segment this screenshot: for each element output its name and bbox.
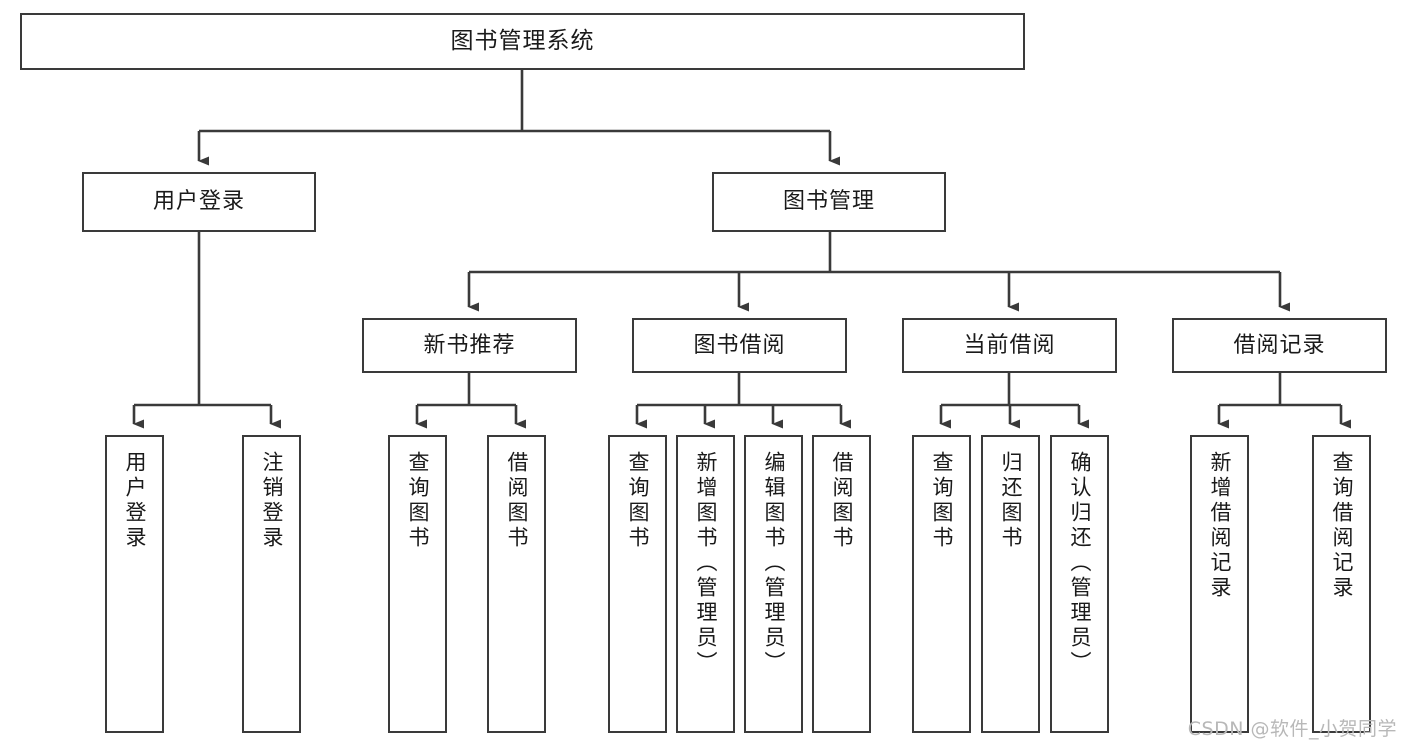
leaf-borrow-edit-book[interactable]: 编辑图书（管理员） (744, 435, 803, 733)
node-label: 归还图书 (999, 451, 1023, 551)
node-label: 注销登录 (260, 451, 284, 551)
node-label: 新增借阅记录 (1208, 451, 1232, 601)
node-label: 用户登录 (152, 189, 245, 215)
node-label: 新书推荐 (423, 332, 516, 358)
node-label: 查询借阅记录 (1330, 451, 1354, 601)
node-label: 查询图书 (406, 451, 430, 551)
leaf-recommend-borrow-book[interactable]: 借阅图书 (487, 435, 546, 733)
node-book-management[interactable]: 图书管理 (712, 172, 946, 232)
node-label: 查询图书 (626, 451, 650, 551)
node-label: 用户登录 (123, 451, 147, 551)
leaf-record-query[interactable]: 查询借阅记录 (1312, 435, 1371, 733)
leaf-current-query-book[interactable]: 查询图书 (912, 435, 971, 733)
node-label: 当前借阅 (963, 332, 1056, 358)
leaf-borrow-add-book[interactable]: 新增图书（管理员） (676, 435, 735, 733)
node-root-system[interactable]: 图书管理系统 (20, 13, 1025, 70)
node-label: 图书借阅 (693, 332, 786, 358)
node-label: 新增图书（管理员） (694, 451, 718, 676)
node-label: 图书管理 (782, 189, 875, 215)
node-label: 借阅记录 (1233, 332, 1326, 358)
leaf-current-return-book[interactable]: 归还图书 (981, 435, 1040, 733)
node-label: 图书管理系统 (450, 28, 595, 55)
node-label: 查询图书 (930, 451, 954, 551)
leaf-user-login-do[interactable]: 用户登录 (105, 435, 164, 733)
leaf-current-confirm-return[interactable]: 确认归还（管理员） (1050, 435, 1109, 733)
node-label: 编辑图书（管理员） (762, 451, 786, 676)
node-book-borrow[interactable]: 图书借阅 (632, 318, 847, 373)
node-label: 借阅图书 (830, 451, 854, 551)
node-current-borrow[interactable]: 当前借阅 (902, 318, 1117, 373)
leaf-borrow-borrow-book[interactable]: 借阅图书 (812, 435, 871, 733)
watermark-text: CSDN @软件_小贺同学 (1187, 718, 1397, 740)
node-user-login[interactable]: 用户登录 (82, 172, 316, 232)
node-label: 借阅图书 (505, 451, 529, 551)
leaf-recommend-query-book[interactable]: 查询图书 (388, 435, 447, 733)
node-label: 确认归还（管理员） (1068, 451, 1092, 676)
leaf-record-add[interactable]: 新增借阅记录 (1190, 435, 1249, 733)
leaf-user-logout[interactable]: 注销登录 (242, 435, 301, 733)
node-new-book-recommend[interactable]: 新书推荐 (362, 318, 577, 373)
node-borrow-record[interactable]: 借阅记录 (1172, 318, 1387, 373)
leaf-borrow-query-book[interactable]: 查询图书 (608, 435, 667, 733)
